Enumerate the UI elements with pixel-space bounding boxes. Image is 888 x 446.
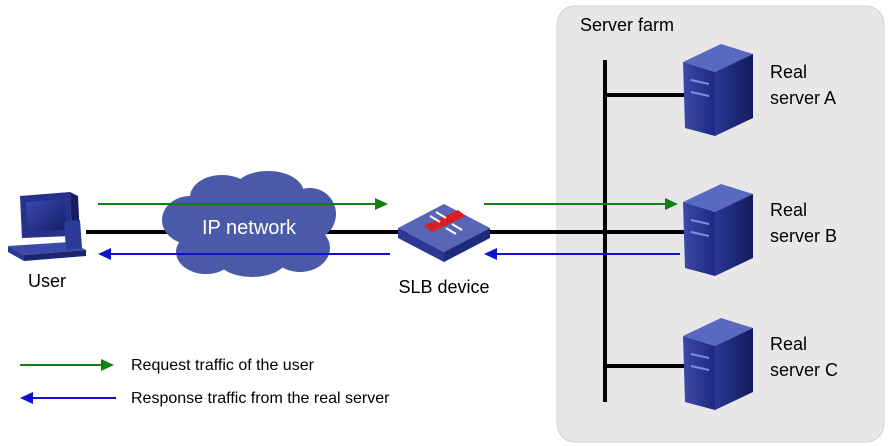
legend-request-label: Request traffic of the user <box>131 357 315 374</box>
legend-request-arrow <box>20 359 114 371</box>
svg-text:server A: server A <box>770 88 836 108</box>
ip-network-cloud: IP network <box>162 171 336 277</box>
svg-text:server B: server B <box>770 226 837 246</box>
legend: Request traffic of the user Response tra… <box>20 357 390 407</box>
real-server-a-icon <box>683 44 753 136</box>
svg-text:server C: server C <box>770 360 838 380</box>
request-arrow-slb-to-server <box>484 198 678 210</box>
server-farm-label: Server farm <box>580 15 674 35</box>
real-server-c-label: Real server C <box>770 334 838 380</box>
svg-text:Real: Real <box>770 200 807 220</box>
ip-network-label: IP network <box>202 217 297 239</box>
request-arrow-user-to-slb <box>98 198 388 210</box>
response-arrow-slb-to-user <box>98 248 390 260</box>
response-arrow-server-to-slb <box>484 248 680 260</box>
legend-response-label: Response traffic from the real server <box>131 390 390 407</box>
legend-response-arrow <box>20 392 116 404</box>
svg-text:Real: Real <box>770 62 807 82</box>
real-server-c-icon <box>683 318 753 410</box>
svg-text:Real: Real <box>770 334 807 354</box>
real-server-b-icon <box>683 184 753 276</box>
user-computer-icon <box>8 192 86 261</box>
real-server-a-label: Real server A <box>770 62 836 108</box>
slb-device-label: SLB device <box>398 277 489 297</box>
slb-device-icon <box>398 204 490 262</box>
real-server-b-label: Real server B <box>770 200 837 246</box>
user-label: User <box>28 271 66 291</box>
